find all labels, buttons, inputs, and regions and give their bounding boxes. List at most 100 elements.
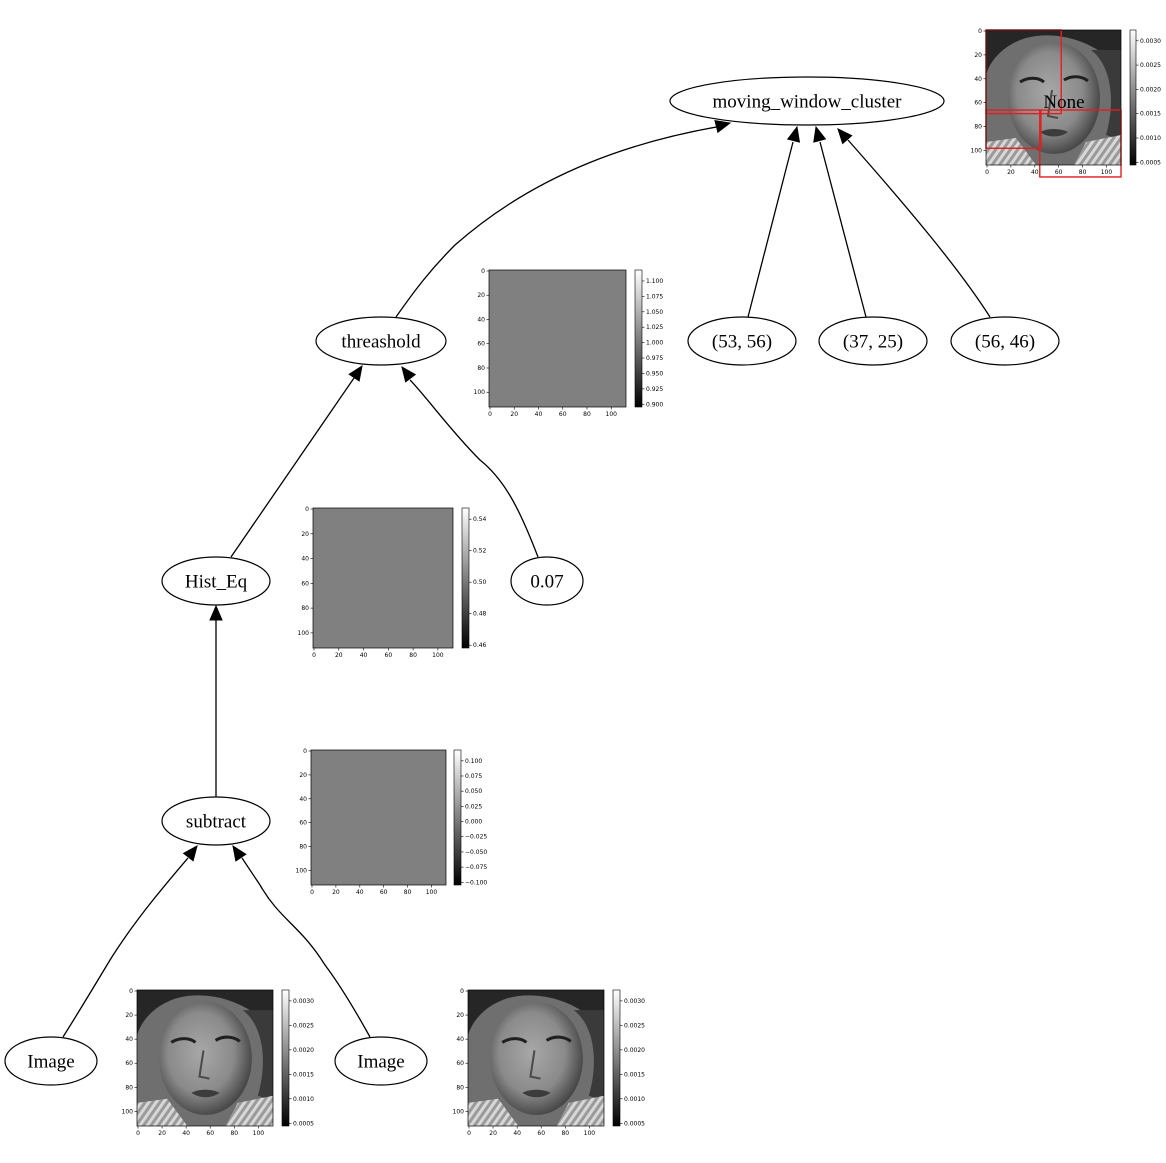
edge-param-37-25-to-moving-window-cluster <box>813 125 867 318</box>
colorbar <box>281 989 290 1127</box>
y-tick-label: 80 <box>125 1084 133 1091</box>
node-label: (53, 56) <box>712 332 772 353</box>
x-tick-label: 20 <box>1007 169 1015 176</box>
x-tick-label: 80 <box>583 411 591 418</box>
x-tick-label: 100 <box>606 411 618 418</box>
edge-line <box>395 125 723 318</box>
node-moving-window-cluster[interactable]: moving_window_cluster <box>669 76 945 126</box>
node-subtract[interactable]: subtract <box>161 796 271 846</box>
node-threashold[interactable]: threashold <box>315 316 447 366</box>
edge-line <box>230 377 355 558</box>
x-tick-label: 60 <box>385 652 393 659</box>
y-tick-label: 60 <box>974 100 982 107</box>
node-ellipse[interactable] <box>510 556 584 606</box>
arrowhead-icon <box>401 365 417 383</box>
node-label: Image <box>27 1052 74 1073</box>
y-tick-label: 100 <box>971 147 983 154</box>
node-ellipse[interactable] <box>669 76 945 126</box>
node-ellipse[interactable] <box>334 1036 428 1086</box>
node-label: subtract <box>186 812 247 833</box>
y-tick-label: 20 <box>301 531 309 538</box>
x-tick-label: 20 <box>335 652 343 659</box>
node-ellipse[interactable] <box>687 316 797 366</box>
node-label: Image <box>357 1052 404 1073</box>
x-tick-label: 60 <box>559 411 567 418</box>
colorbar-tick-label: 0.925 <box>646 386 663 393</box>
edge-hist-eq-to-threashold <box>230 364 363 558</box>
node-label: Hist_Eq <box>185 572 248 593</box>
y-tick-label: 20 <box>456 1012 464 1019</box>
y-tick-label: 60 <box>301 580 309 587</box>
node-param-53-56[interactable]: (53, 56) <box>687 316 797 366</box>
colorbar-tick-label: 0.0030 <box>1140 38 1161 45</box>
image-frame <box>310 749 447 886</box>
node-ellipse[interactable] <box>161 556 271 606</box>
node-param-007[interactable]: 0.07 <box>510 556 584 606</box>
y-tick-label: 100 <box>298 630 310 637</box>
edge-line <box>409 379 539 558</box>
x-tick-label: 20 <box>510 411 518 418</box>
node-label: (56, 46) <box>975 332 1035 353</box>
node-label: (37, 25) <box>843 332 903 353</box>
colorbar-tick-label: 0.50 <box>473 579 487 586</box>
y-tick-label: 20 <box>125 1012 133 1019</box>
node-ellipse[interactable] <box>315 316 447 366</box>
node-ellipse[interactable] <box>4 1036 98 1086</box>
x-tick-label: 0 <box>310 889 314 896</box>
x-tick-label: 0 <box>312 652 316 659</box>
edge-param-53-56-to-moving-window-cluster <box>747 125 801 318</box>
colorbar-tick-label: 0.0030 <box>293 998 314 1005</box>
colorbar-tick-label: 0.0010 <box>1140 135 1161 142</box>
y-tick-label: 40 <box>974 76 982 83</box>
node-param-37-25[interactable]: (37, 25) <box>818 316 928 366</box>
colorbar-tick-label: 0.0025 <box>624 1022 645 1029</box>
colorbar-tick-label: 0.0020 <box>624 1047 645 1054</box>
colorbar-tick-label: 0.0015 <box>624 1071 645 1078</box>
thumbnails-layer: 0 20 40 60 80 100 0 20 40 60 80 100 0.0030 0.0025 0.00… <box>122 28 1162 1137</box>
colorbar <box>612 989 621 1127</box>
x-tick-label: 100 <box>253 1130 265 1137</box>
y-tick-label: 80 <box>299 844 307 851</box>
node-ellipse[interactable] <box>950 316 1060 366</box>
colorbar-tick-label: 0.900 <box>646 401 663 408</box>
edge-threashold-to-moving-window-cluster <box>395 119 732 318</box>
node-hist-eq[interactable]: Hist_Eq <box>161 556 271 606</box>
colorbar-tick-label: 0.0020 <box>1140 86 1161 93</box>
node-image-a[interactable]: Image <box>4 1036 98 1086</box>
x-tick-label: 100 <box>432 652 444 659</box>
y-tick-label: 0 <box>303 748 307 755</box>
x-tick-label: 20 <box>332 889 340 896</box>
arrowhead-icon <box>813 125 827 143</box>
node-image-b[interactable]: Image <box>334 1036 428 1086</box>
arrowhead-icon <box>786 125 801 143</box>
y-tick-label: 60 <box>456 1060 464 1067</box>
colorbar-tick-label: 0.100 <box>465 758 482 765</box>
y-tick-label: 60 <box>125 1060 133 1067</box>
edge-line <box>819 141 867 318</box>
edge-line <box>241 857 371 1038</box>
edge-param-007-to-threashold <box>401 365 539 558</box>
x-tick-label: 40 <box>182 1130 190 1137</box>
x-tick-label: 60 <box>1055 169 1063 176</box>
node-ellipse[interactable] <box>818 316 928 366</box>
x-tick-label: 0 <box>985 169 989 176</box>
arrowhead-icon <box>714 119 732 134</box>
y-tick-label: 0 <box>481 268 485 275</box>
y-tick-label: 60 <box>477 341 485 348</box>
x-tick-label: 0 <box>488 411 492 418</box>
colorbar-tick-label: 0.0010 <box>293 1096 314 1103</box>
x-tick-label: 60 <box>380 889 388 896</box>
arrowhead-icon <box>232 844 247 862</box>
image-frame <box>312 507 454 649</box>
node-ellipse[interactable] <box>161 796 271 846</box>
x-tick-label: 80 <box>404 889 412 896</box>
edge-line <box>62 857 189 1038</box>
colorbar-tick-label: 0.0005 <box>624 1120 645 1127</box>
node-param-56-46[interactable]: (56, 46) <box>950 316 1060 366</box>
y-tick-label: 40 <box>299 796 307 803</box>
